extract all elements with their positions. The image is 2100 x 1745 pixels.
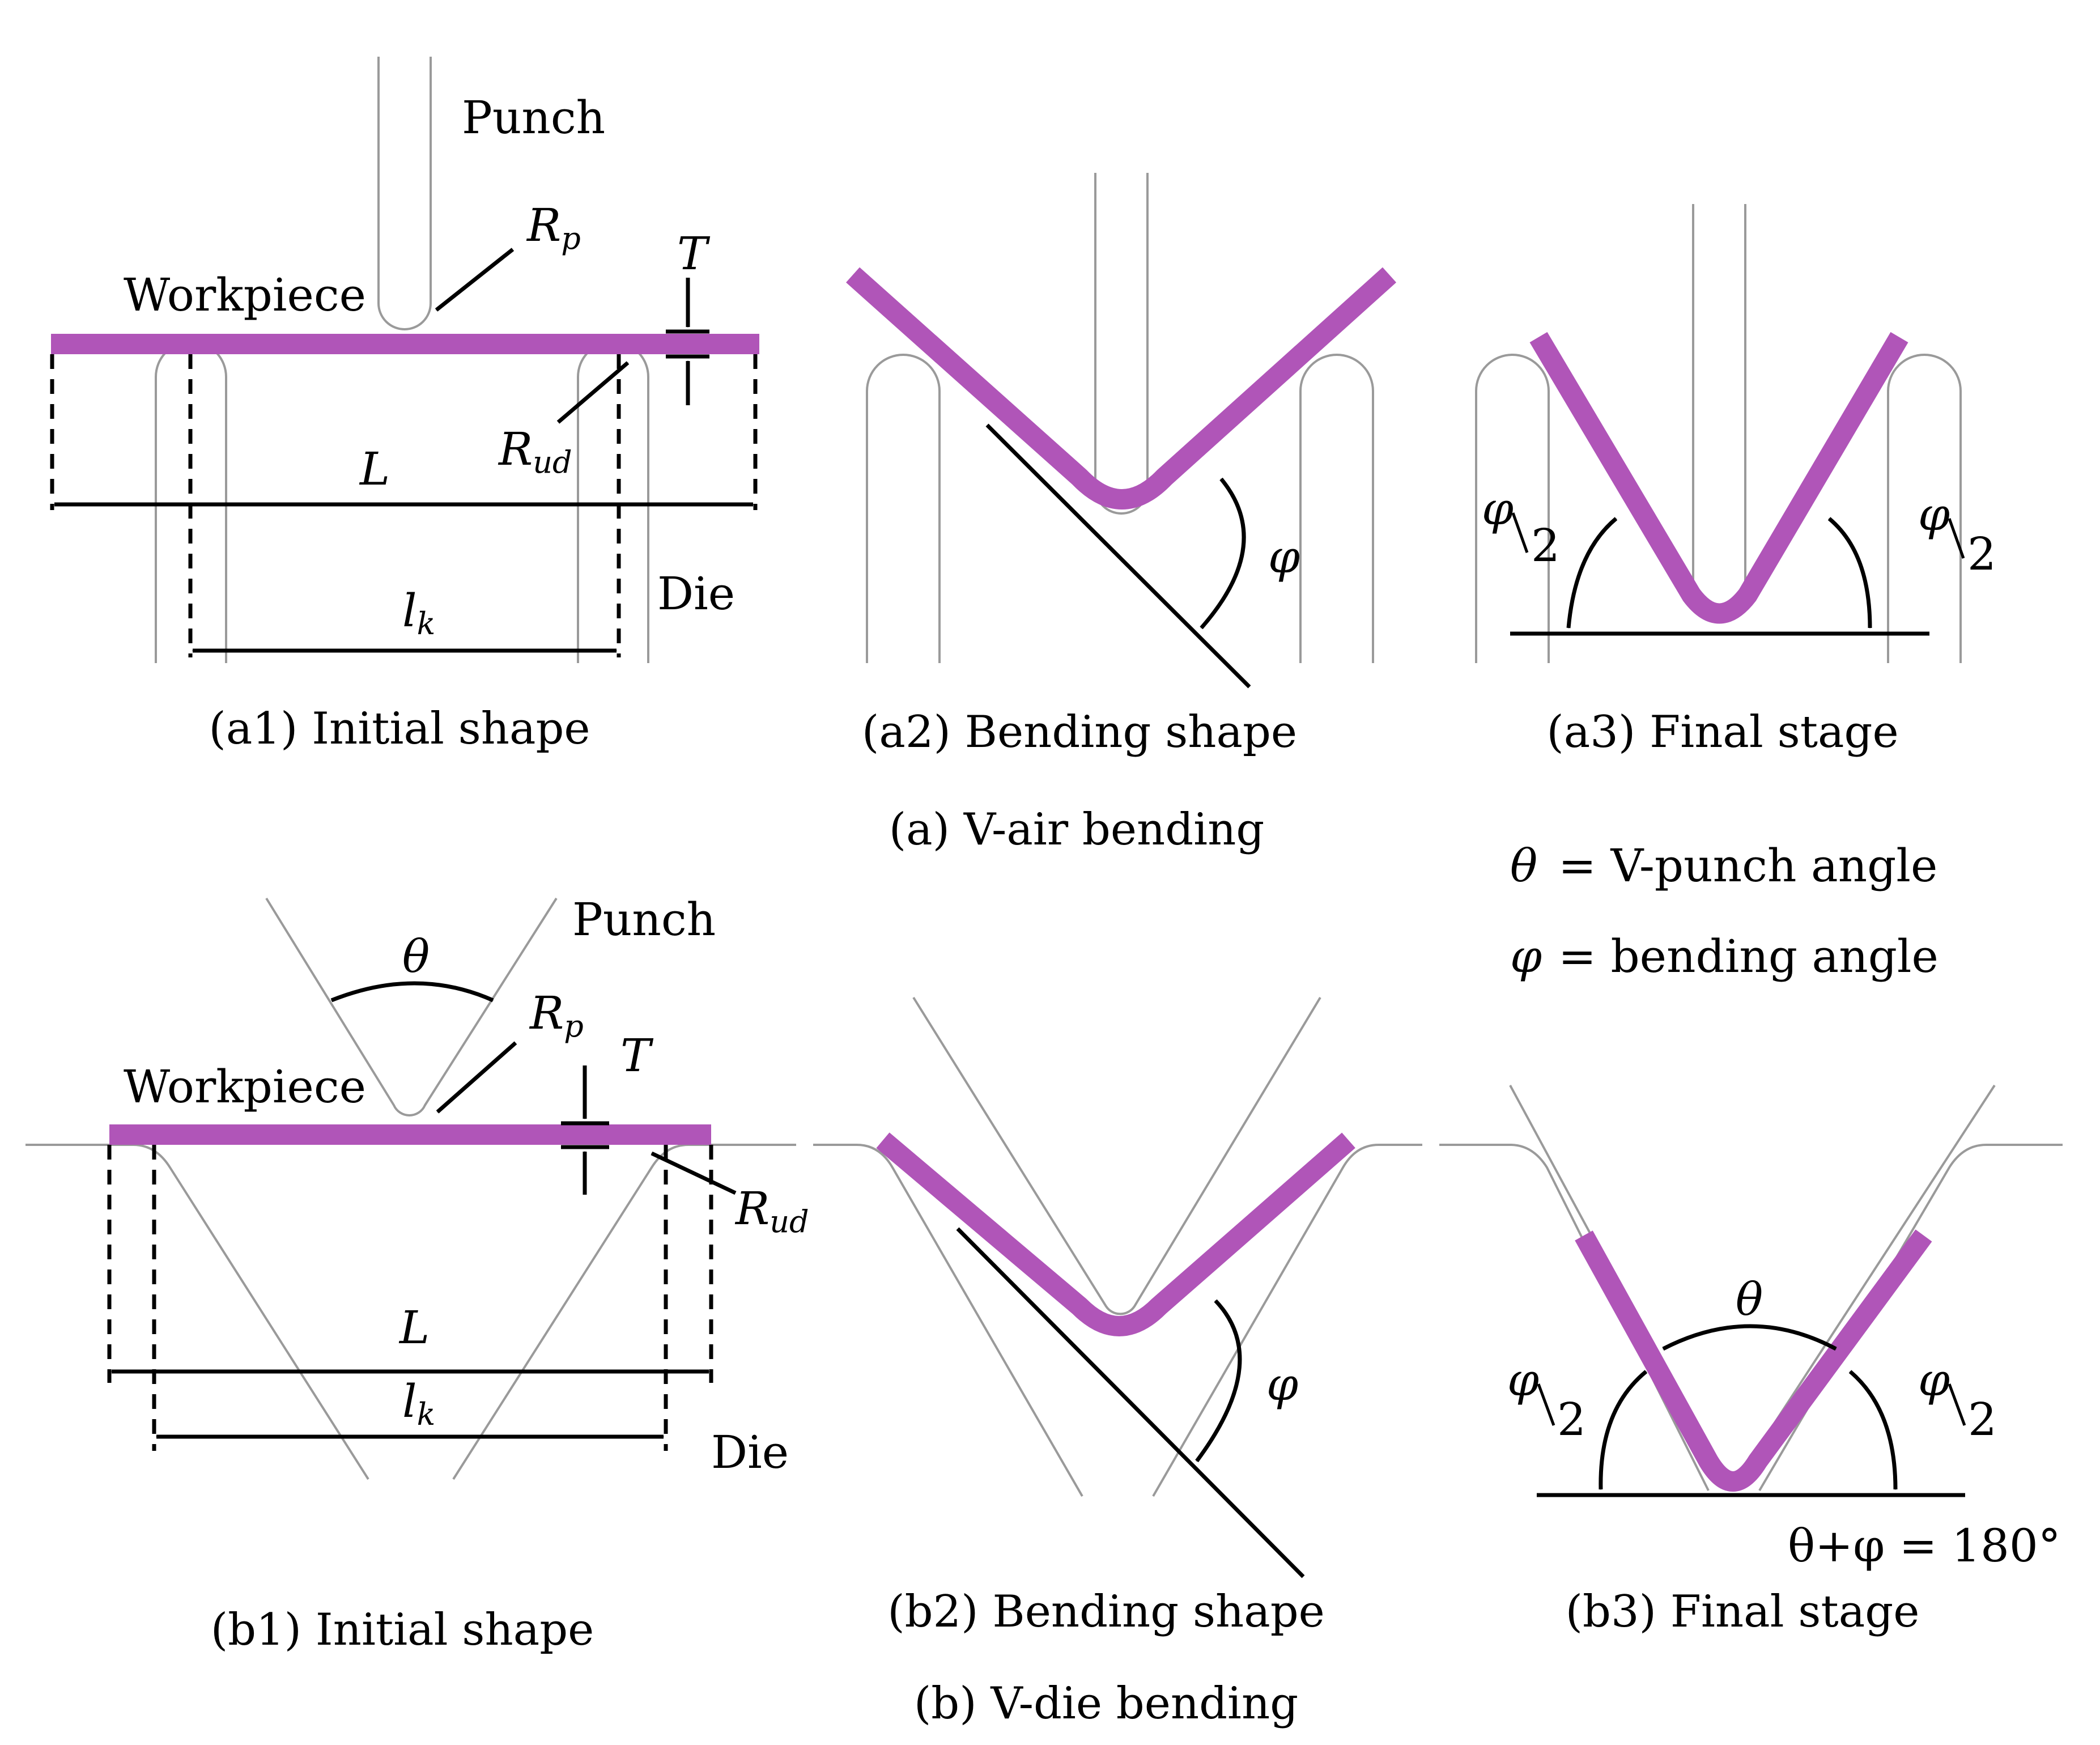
- legend: θ = V-punch angle φ = bending angle: [1510, 839, 1939, 983]
- caption-a2: (a2) Bending shape: [862, 707, 1297, 758]
- lk-label: lk: [402, 584, 435, 642]
- phi-half-arc-right: [1827, 517, 1872, 629]
- legend-phi-symbol: φ: [1510, 930, 1542, 983]
- legend-phi-definition: = bending angle: [1558, 930, 1939, 983]
- phi-arc: [1195, 1299, 1242, 1463]
- phi-half-denominator-right: 2: [1968, 1393, 1997, 1446]
- theta-arc: [1662, 1324, 1837, 1351]
- die-outline-right: [1152, 1144, 1422, 1497]
- t-label: T: [620, 1029, 654, 1082]
- rp-leader: [436, 1041, 517, 1114]
- die-right-outline: [1299, 354, 1374, 663]
- die-outline-right: [452, 1144, 796, 1480]
- phi-half-arc-right: [1848, 1370, 1898, 1491]
- lk-label: lk: [402, 1375, 435, 1432]
- die-outline-left: [813, 1144, 1083, 1497]
- theta-arc: [330, 981, 494, 1003]
- phi-label: φ: [1268, 530, 1300, 583]
- caption-b2: (b2) Bending shape: [887, 1586, 1325, 1637]
- phi-half-arc-left: [1566, 517, 1618, 629]
- panel-b3: θ φ 2 φ 2 θ+φ = 180° (b3) Final stage: [1439, 1084, 2063, 1637]
- fraction-slash: [1537, 1383, 1555, 1426]
- legend-theta-definition: = V-punch angle: [1558, 839, 1937, 892]
- punch-outline: [912, 996, 1321, 1315]
- phi-half-denominator-left: 2: [1557, 1393, 1586, 1446]
- phi-half-label-left: φ: [1507, 1353, 1539, 1406]
- relation-label: θ+φ = 180°: [1788, 1519, 2061, 1572]
- phi-half-denominator-left: 2: [1531, 519, 1560, 572]
- die-left-outline: [866, 354, 941, 663]
- phi-half-label-left: φ: [1482, 482, 1514, 535]
- punch-outline: [1692, 204, 1746, 619]
- punch-label: Punch: [572, 893, 716, 946]
- phi-half-label-right: φ: [1918, 1353, 1950, 1406]
- caption-a3: (a3) Final stage: [1546, 707, 1898, 758]
- theta-label: θ: [402, 930, 430, 983]
- legend-theta-symbol: θ: [1510, 839, 1537, 892]
- phi-label: φ: [1266, 1358, 1298, 1411]
- fraction-slash: [1948, 1383, 1966, 1426]
- punch-label: Punch: [462, 91, 605, 144]
- phi-arc: [1200, 477, 1246, 630]
- rp-label: Rp: [529, 987, 584, 1044]
- l-label: L: [398, 1301, 430, 1354]
- workpiece: [876, 1132, 1355, 1336]
- rud-label: Rud: [498, 423, 572, 480]
- caption-a1: (a1) Initial shape: [209, 703, 590, 754]
- panel-a2: φ (a2) Bending shape: [846, 173, 1397, 758]
- workpiece: [846, 267, 1397, 510]
- phi-half-denominator-right: 2: [1967, 528, 1996, 580]
- fraction-slash: [1948, 518, 1965, 559]
- die-outline-left: [1439, 1144, 1710, 1491]
- workpiece: [1575, 1229, 1932, 1492]
- caption-b3: (b3) Final stage: [1566, 1586, 1920, 1637]
- punch-outline: [1094, 173, 1149, 515]
- caption-b1: (b1) Initial shape: [211, 1604, 594, 1655]
- workpiece-label: Workpiece: [124, 269, 366, 321]
- die-right-outline: [1887, 354, 1962, 663]
- panel-b2: φ (b2) Bending shape: [813, 996, 1422, 1637]
- workpiece: [1529, 332, 1908, 624]
- tangent-line: [956, 1227, 1305, 1578]
- rud-leader: [651, 1151, 737, 1195]
- rp-label: Rp: [526, 199, 581, 256]
- die-outline-right: [1758, 1144, 2063, 1492]
- rud-label: Rud: [734, 1182, 809, 1239]
- fraction-slash: [1511, 512, 1529, 553]
- rud-leader: [556, 361, 630, 424]
- caption-a: (a) V-air bending: [889, 804, 1265, 855]
- panel-b1: θ Punch Workpiece Die Rp Rud T L lk (b1)…: [25, 893, 809, 1655]
- panel-a1: Punch Workpiece Die Rp Rud T L lk (a1) I…: [50, 57, 759, 754]
- rp-leader: [435, 248, 515, 312]
- punch-outline: [265, 897, 558, 1117]
- theta-label: θ: [1736, 1273, 1763, 1326]
- t-label: T: [677, 227, 711, 280]
- die-label: Die: [711, 1426, 789, 1479]
- panel-a3: φ 2 φ 2 (a3) Final stage: [1475, 204, 1996, 758]
- workpiece-label: Workpiece: [124, 1060, 366, 1113]
- phi-half-label-right: φ: [1918, 488, 1950, 541]
- phi-half-arc-left: [1599, 1370, 1648, 1491]
- die-outline-left: [25, 1144, 369, 1480]
- die-left-outline: [1475, 354, 1550, 663]
- tangent-line: [985, 423, 1251, 689]
- l-label: L: [359, 443, 390, 495]
- die-label: Die: [657, 567, 735, 620]
- caption-b: (b) V-die bending: [914, 1678, 1298, 1729]
- punch-outline: [377, 57, 432, 330]
